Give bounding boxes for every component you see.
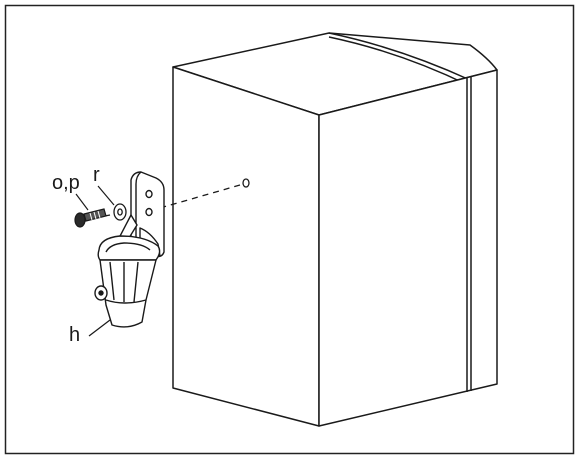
leader-screw [75, 193, 89, 211]
washer-inner [117, 208, 123, 216]
cabinet-rim [328, 32, 471, 86]
cabinet-left-face [172, 66, 320, 427]
screw-thread [89, 210, 101, 221]
bracket-plate-edge [135, 171, 142, 242]
leader-holder [88, 319, 111, 337]
leaders [75, 185, 115, 337]
label-screw: o,p [52, 172, 80, 194]
holder-knob-center [98, 290, 104, 296]
bracket-hole-upper [145, 189, 153, 199]
holder-rim-inner [105, 242, 151, 253]
holder [94, 235, 161, 328]
screw-head [74, 212, 86, 228]
label-holder: h [69, 324, 80, 346]
washer [113, 203, 127, 221]
cabinet-groove [466, 77, 472, 392]
holder-rim [97, 235, 161, 261]
bracket-hole-lower [145, 207, 153, 217]
label-washer: r [93, 164, 100, 186]
cabinet-right-face [318, 69, 498, 427]
leader-washer [97, 185, 115, 206]
mounting-hole [242, 178, 250, 188]
alignment-line [159, 184, 241, 209]
holder-body [99, 259, 157, 328]
cabinet [172, 32, 498, 427]
holder-seams [105, 261, 147, 304]
screw [74, 208, 107, 228]
